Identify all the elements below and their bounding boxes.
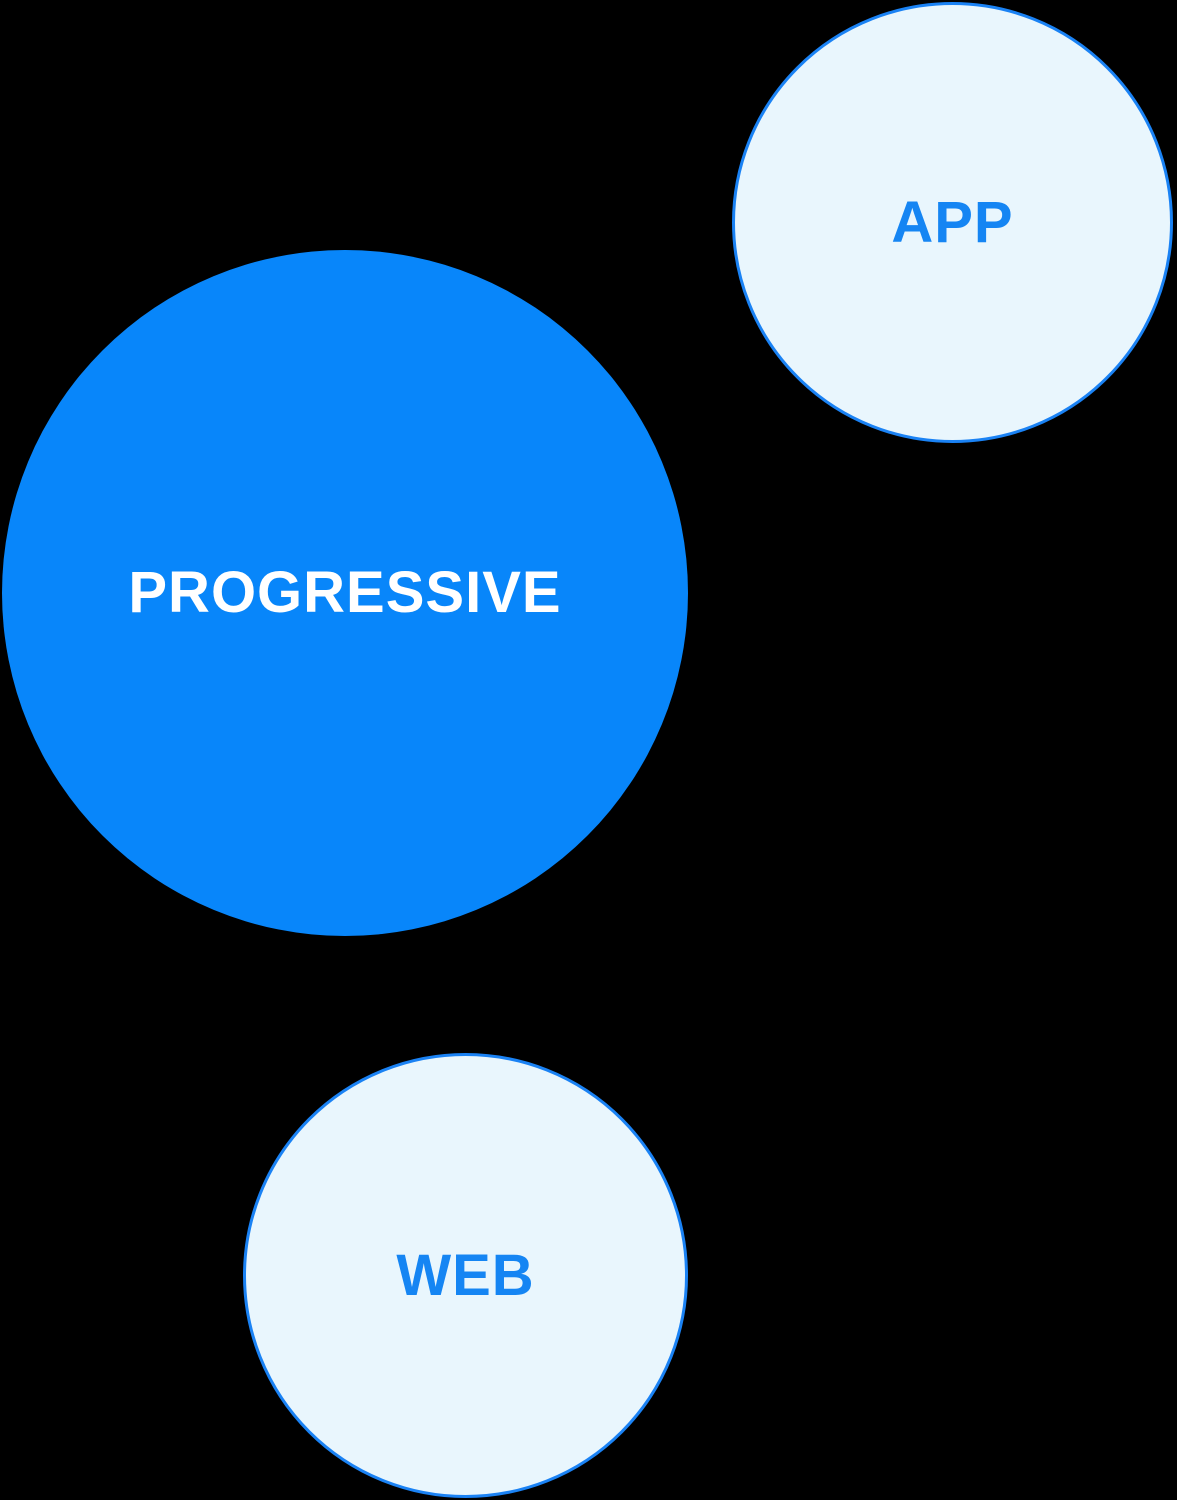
app-circle: APP — [732, 2, 1173, 443]
web-circle: WEB — [243, 1053, 688, 1498]
app-label: APP — [891, 189, 1014, 255]
progressive-circle: PROGRESSIVE — [2, 250, 688, 936]
web-label: WEB — [396, 1242, 535, 1308]
progressive-label: PROGRESSIVE — [128, 560, 562, 625]
